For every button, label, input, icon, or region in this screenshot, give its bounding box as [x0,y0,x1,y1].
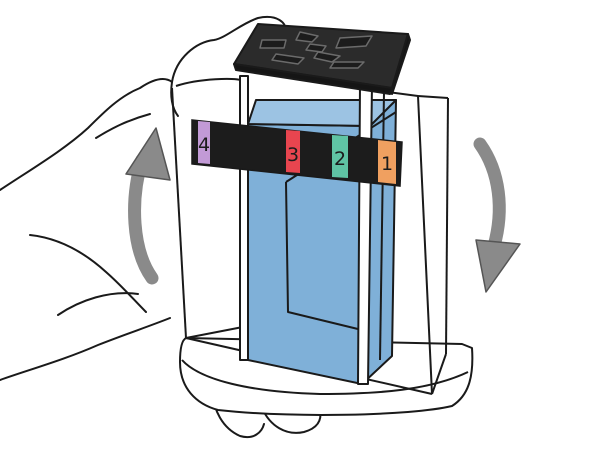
label-3-text: 3 [287,144,299,166]
inner-back-corner [285,181,363,331]
label-band: 4 3 2 1 [191,119,403,187]
lid-vent-holes [259,31,373,69]
hand-outline [0,16,322,438]
label-2-tab [332,135,348,178]
rotate-counterclockwise-arrow-icon [125,127,171,285]
label-4-text: 4 [198,134,210,156]
rotate-clockwise-arrow-icon [473,137,521,293]
lid-right-edge [391,33,411,95]
palm-crease [95,113,151,139]
finger-under-tray-2 [261,407,322,434]
outer-container [171,87,449,395]
label-1-tab [378,140,396,184]
hand-back-fingers [171,16,288,83]
label-2-text: 2 [334,148,346,170]
label-3-tab [286,130,300,173]
label-1-text: 1 [381,153,393,175]
water-top [247,99,397,127]
hand-palm-bottom [0,317,171,381]
lid [233,23,411,95]
label-4-tab [198,121,210,164]
thumb-crease [29,234,147,313]
wrist-crease [57,292,139,316]
hand-palm-top [0,78,173,191]
left-post [239,75,249,361]
lid-front-edge [233,63,393,95]
right-back-post [379,91,385,361]
